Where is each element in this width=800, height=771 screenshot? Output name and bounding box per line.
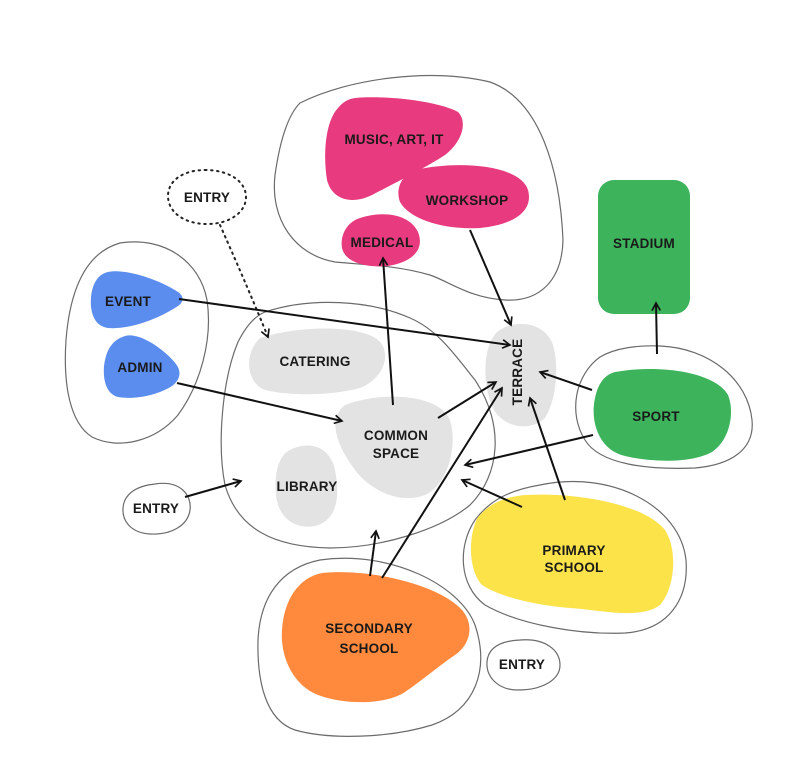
terrace-label: TERRACE [510, 339, 525, 406]
medical-label: MEDICAL [351, 235, 414, 250]
stadium-label: STADIUM [613, 236, 675, 251]
secondary-school-blob [281, 572, 470, 703]
entry-top-outline [166, 168, 248, 226]
library-blob [275, 445, 338, 527]
arrow-entry-top-to-catering [219, 224, 268, 337]
workshop-blob [398, 165, 529, 229]
admin-label: ADMIN [117, 360, 162, 375]
catering-label: CATERING [279, 354, 350, 369]
arrow-common-space-to-medical [383, 258, 394, 406]
arrow-primary-school-to-central [462, 480, 523, 508]
medical-blob [341, 214, 420, 267]
arrow-secondary-school-to-terrace [381, 388, 502, 579]
arrow-event-to-terrace [178, 298, 510, 345]
library-label: LIBRARY [277, 479, 338, 494]
primary-school-label-line1: PRIMARY [542, 543, 605, 558]
event-label: EVENT [105, 294, 152, 309]
entry-bottom-outline [486, 639, 561, 691]
arrow-workshop-to-terrace [469, 229, 511, 325]
secondary-school-label-line1: SECONDARY [325, 621, 413, 636]
secondary-school-label-line2: SCHOOL [340, 641, 399, 656]
arrow-sport-to-common-space [465, 434, 594, 465]
sport-blob [593, 368, 732, 461]
arrow-admin-to-common-space [176, 382, 342, 421]
arrow-primary-school-to-terrace [530, 398, 566, 501]
admin-blob [103, 335, 180, 398]
terrace-blob [485, 323, 557, 427]
entry-left-label: ENTRY [133, 501, 179, 516]
event-blob [90, 271, 183, 329]
entry-left-outline [122, 482, 191, 535]
primary-school-label-line2: SCHOOL [545, 560, 604, 575]
arrow-entry-left-to-central [184, 481, 241, 498]
arrow-sport-to-terrace [540, 372, 593, 391]
entry-bottom-label: ENTRY [499, 657, 545, 672]
music-art-it-label: MUSIC, ART, IT [344, 132, 444, 147]
common-space-label-line1: COMMON [364, 428, 428, 443]
primary-school-blob [470, 494, 674, 614]
arrow-sport-to-stadium [656, 303, 657, 355]
arrow-common-space-to-terrace [437, 382, 496, 419]
common-space-blob [335, 396, 453, 499]
sport-label: SPORT [632, 409, 680, 424]
music-art-it-blob [325, 97, 463, 200]
stadium-block [598, 180, 690, 314]
entry-top-label: ENTRY [184, 190, 230, 205]
common-space-label-line2: SPACE [373, 446, 420, 461]
arrow-secondary-school-to-central [369, 531, 376, 577]
catering-blob [249, 328, 386, 395]
workshop-label: WORKSHOP [426, 193, 509, 208]
